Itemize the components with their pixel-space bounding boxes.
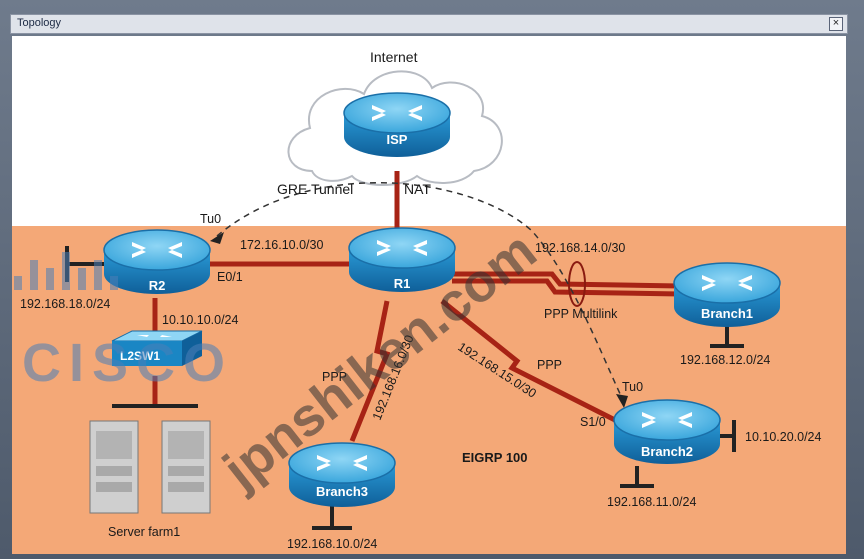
label-ppp-multilink: PPP Multilink xyxy=(544,307,618,321)
label-branch2: Branch2 xyxy=(641,444,693,459)
link-r1-branch2 xyxy=(440,299,619,424)
label-nat: NAT xyxy=(404,181,431,197)
topology-canvas: ISP R1 R2 Branch1 Branch2 Branch3 L2SW1 … xyxy=(12,36,846,554)
links xyxy=(152,171,681,442)
switch-l2sw1[interactable] xyxy=(111,330,203,366)
label-tu0-branch2: Tu0 xyxy=(622,380,643,394)
tunnel-arrow-branch2 xyxy=(616,394,628,408)
label-server-farm: Server farm1 xyxy=(108,525,180,539)
link-r1-branch1 xyxy=(452,271,681,289)
label-ppp-b2: PPP xyxy=(537,358,562,372)
window-title: Topology xyxy=(17,17,62,29)
label-l2sw1: L2SW1 xyxy=(120,349,160,363)
label-s1-0: S1/0 xyxy=(580,415,606,429)
label-branch1: Branch1 xyxy=(701,306,753,321)
link-r1-branch3 xyxy=(349,300,391,442)
server-2[interactable] xyxy=(161,420,211,514)
label-net-r2-lan: 192.168.18.0/24 xyxy=(20,297,110,311)
label-eigrp: EIGRP 100 xyxy=(462,450,528,465)
window-titlebar: Topology × xyxy=(10,14,848,34)
label-e0-1: E0/1 xyxy=(217,270,243,284)
cisco-watermark: CISCO xyxy=(14,252,233,393)
label-net-r1-r2: 172.16.10.0/30 xyxy=(240,238,323,252)
label-net-b2-lan-right: 10.10.20.0/24 xyxy=(745,430,822,444)
label-gre-tunnel: GRE Tunnel xyxy=(277,181,353,197)
svg-text:CISCO: CISCO xyxy=(22,333,233,393)
label-r1: R1 xyxy=(394,276,411,291)
label-tu0-r2: Tu0 xyxy=(200,212,221,226)
lan-stubs xyxy=(65,246,744,530)
router-isp[interactable] xyxy=(343,92,451,158)
label-net-b3-lan: 192.168.10.0/24 xyxy=(287,537,377,551)
gre-tunnel-path xyxy=(216,182,623,399)
label-branch3: Branch3 xyxy=(316,484,368,499)
label-internet: Internet xyxy=(370,49,418,65)
label-net-r2-sw: 10.10.10.0/24 xyxy=(162,313,239,327)
label-ppp-b3: PPP xyxy=(322,370,347,384)
label-isp: ISP xyxy=(387,132,408,147)
label-r2: R2 xyxy=(149,278,166,293)
server-1[interactable] xyxy=(89,420,139,514)
label-net-r1-b1: 192.168.14.0/30 xyxy=(535,241,625,255)
label-net-b1-lan: 192.168.12.0/24 xyxy=(680,353,770,367)
ppp-multilink-bundle xyxy=(568,261,586,307)
label-net-b2-lan-bottom: 192.168.11.0/24 xyxy=(607,495,696,509)
tunnel-arrow-r2 xyxy=(210,232,224,244)
link-r1-branch1-b xyxy=(452,278,681,297)
close-icon[interactable]: × xyxy=(829,17,843,31)
